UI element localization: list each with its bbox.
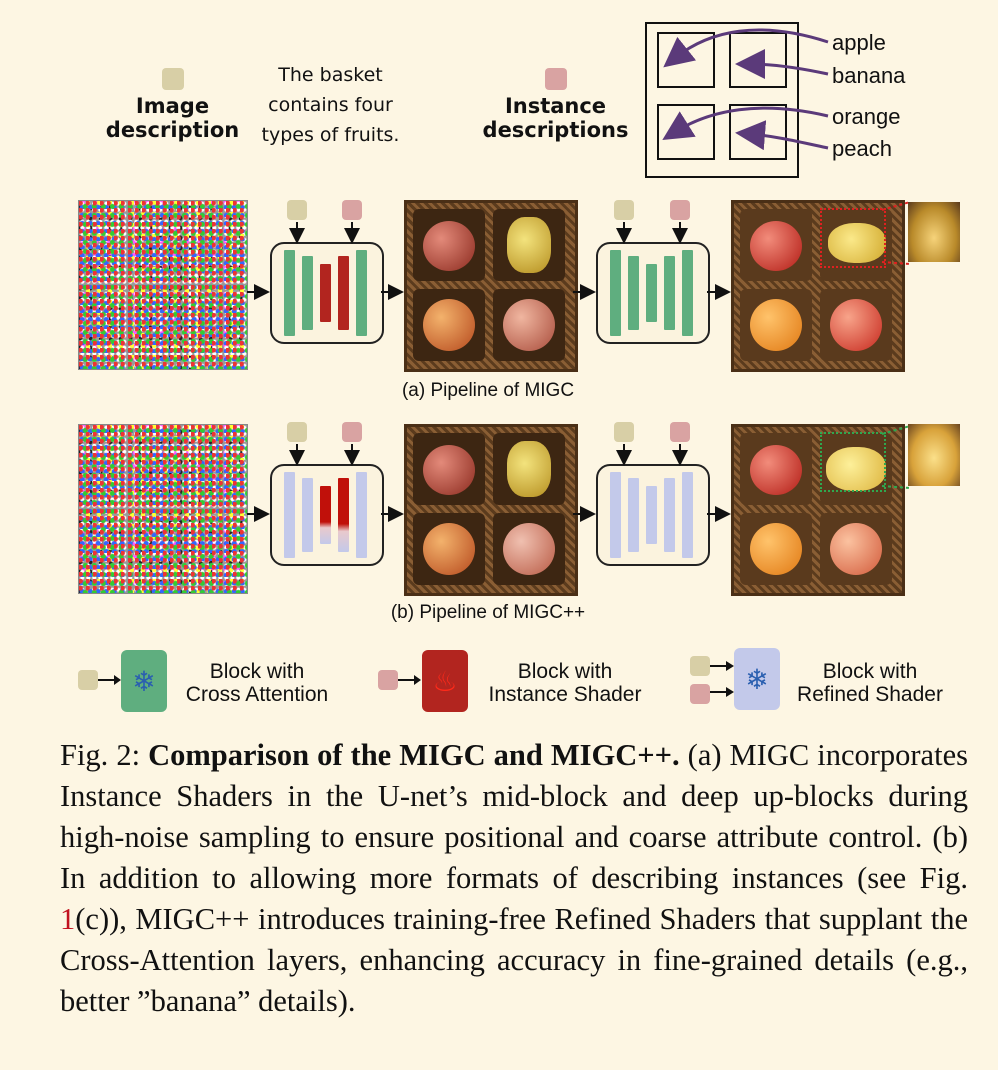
image-chip-b1	[287, 422, 307, 442]
noise-image-a	[78, 200, 248, 370]
unet-block-a1	[270, 242, 384, 344]
legend-cross-attention-block: ❄	[121, 650, 167, 712]
layout-cell	[729, 32, 787, 88]
snowflake-icon: ❄	[745, 662, 769, 696]
image-description-chip	[162, 68, 184, 90]
layout-cell	[657, 104, 715, 160]
layout-cell	[657, 32, 715, 88]
image-description-text: The basket contains four types of fruits…	[261, 64, 400, 146]
zoom-lines-b	[881, 425, 911, 489]
layout-box	[645, 22, 799, 178]
fruit-label-apple: apple	[832, 30, 886, 55]
instance-chip-b2	[670, 422, 690, 442]
unet-block-b1	[270, 464, 384, 566]
legend-instance-shader-label: Block with Instance Shader	[488, 660, 642, 706]
layout-arrows	[662, 28, 829, 151]
basket-image-a2	[731, 200, 905, 372]
snowflake-icon: ❄	[132, 664, 156, 698]
legend-refined-instance-chip	[690, 684, 710, 704]
fruit-label-orange: orange	[832, 104, 901, 129]
legend-refined-shader-block: ❄	[734, 648, 780, 710]
basket-image-b1	[404, 424, 578, 596]
image-chip-a1	[287, 200, 307, 220]
unet-block-b2	[596, 464, 710, 566]
instance-descriptions-chip	[545, 68, 567, 90]
instance-descriptions-label: Instance descriptions	[482, 94, 629, 142]
pipeline-a-arrows	[247, 222, 731, 300]
unet-block-a2	[596, 242, 710, 344]
legend-image-chip	[78, 670, 98, 690]
image-description-label: Image description	[105, 94, 240, 142]
legend-instance-shader-block: ♨	[422, 650, 468, 712]
caption-part1: (a) MIGC incorporates Instance Shaders i…	[60, 738, 968, 895]
legend-arrow-2	[398, 675, 421, 685]
pipeline-b-caption: (b) Pipeline of MIGC++	[390, 602, 586, 623]
legend-arrow-1	[98, 675, 121, 685]
zoom-lines-a	[881, 201, 911, 265]
instance-chip-a1	[342, 200, 362, 220]
zoom-patch-a	[908, 202, 960, 262]
legend-refined-shader-label: Block with Refined Shader	[797, 660, 943, 706]
zoom-box-b	[820, 432, 886, 492]
image-chip-b2	[614, 422, 634, 442]
legend-instance-chip	[378, 670, 398, 690]
basket-image-a1	[404, 200, 578, 372]
caption-title: Comparison of the MIGC and MIGC++.	[148, 738, 680, 772]
legend-refined-image-chip	[690, 656, 710, 676]
caption-part2: (c)), MIGC++ introduces training-free Re…	[60, 902, 968, 1018]
flame-icon: ♨	[432, 664, 458, 698]
basket-image-b2	[731, 424, 905, 596]
fruit-label-peach: peach	[832, 136, 892, 161]
caption-figure-ref[interactable]: 1	[60, 902, 76, 936]
fruit-label-banana: banana	[832, 63, 906, 88]
legend-arrow-3	[710, 661, 734, 697]
zoom-patch-b	[908, 424, 960, 486]
legend-cross-attention-label: Block with Cross Attention	[185, 660, 329, 706]
pipeline-b-arrows	[247, 444, 731, 522]
instance-chip-a2	[670, 200, 690, 220]
instance-chip-b1	[342, 422, 362, 442]
pipeline-a-caption: (a) Pipeline of MIGC	[401, 380, 575, 401]
figure-caption: Fig. 2: Comparison of the MIGC and MIGC+…	[60, 735, 968, 1022]
layout-cell	[729, 104, 787, 160]
image-chip-a2	[614, 200, 634, 220]
caption-prefix: Fig. 2:	[60, 738, 149, 772]
noise-image-b	[78, 424, 248, 594]
zoom-box-a	[820, 208, 886, 268]
